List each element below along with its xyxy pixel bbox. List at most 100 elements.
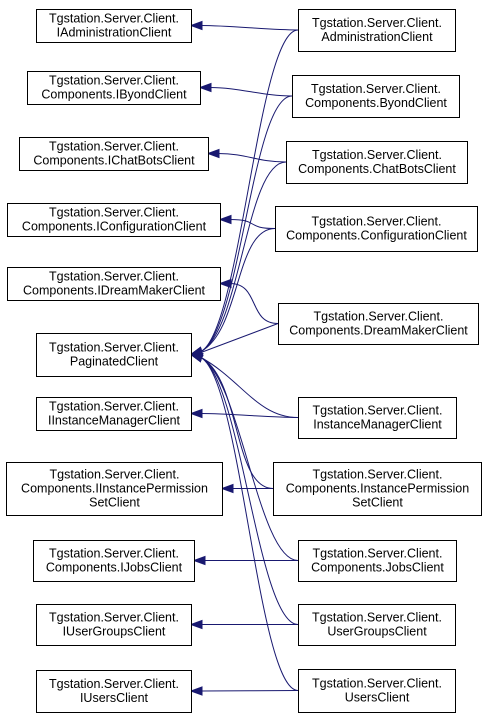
node-box bbox=[298, 9, 456, 52]
node-box bbox=[273, 462, 482, 516]
node-box bbox=[298, 397, 457, 439]
inheritance-edge bbox=[200, 161, 287, 352]
class-node-i-administration-client[interactable]: Tgstation.Server.Client.IAdministrationC… bbox=[36, 9, 192, 43]
class-node-byond-client[interactable]: Tgstation.Server.Client.Components.Byond… bbox=[292, 75, 460, 118]
arrowhead bbox=[192, 555, 206, 566]
class-node-instance-permission-set-client[interactable]: Tgstation.Server.Client.Components.Insta… bbox=[273, 462, 482, 516]
inheritance-edge bbox=[200, 413, 299, 418]
node-box bbox=[36, 397, 192, 431]
inheritance-edges bbox=[189, 20, 299, 696]
class-node-chat-bots-client[interactable]: Tgstation.Server.Client.Components.ChatB… bbox=[286, 141, 468, 184]
node-box bbox=[36, 604, 192, 646]
node-label-line: Tgstation.Server.Client. bbox=[313, 468, 443, 482]
node-box bbox=[298, 540, 457, 582]
node-label-line: Tgstation.Server.Client. bbox=[313, 547, 443, 561]
arrowhead bbox=[189, 619, 203, 630]
node-label-line: SetClient bbox=[352, 496, 403, 510]
node-label-line: UsersClient bbox=[345, 691, 410, 705]
inheritance-edge bbox=[217, 153, 287, 163]
inheritance-edge bbox=[200, 25, 299, 31]
inheritance-edge bbox=[200, 357, 274, 489]
inheritance-edge bbox=[200, 690, 299, 692]
node-label-line: Components.IDreamMakerClient bbox=[23, 284, 206, 298]
arrowhead bbox=[189, 408, 203, 419]
inheritance-edge bbox=[200, 29, 299, 352]
node-box bbox=[275, 206, 478, 252]
class-node-paginated-client[interactable]: Tgstation.Server.Client.PaginatedClient bbox=[36, 333, 192, 377]
inheritance-edge bbox=[200, 357, 299, 691]
node-box bbox=[298, 669, 456, 713]
node-label-line: Components.DreamMakerClient bbox=[289, 324, 468, 338]
node-label-line: Tgstation.Server.Client. bbox=[312, 148, 442, 162]
node-label-line: IInstanceManagerClient bbox=[48, 414, 181, 428]
node-label-line: Tgstation.Server.Client. bbox=[49, 270, 179, 284]
node-box bbox=[292, 75, 460, 118]
node-label-line: Components.ConfigurationClient bbox=[286, 229, 467, 243]
node-box bbox=[7, 203, 221, 237]
arrowhead bbox=[206, 148, 220, 159]
node-box bbox=[298, 604, 456, 646]
inheritance-edge bbox=[200, 357, 299, 561]
class-node-administration-client[interactable]: Tgstation.Server.Client.AdministrationCl… bbox=[298, 9, 456, 52]
node-label-line: Components.IConfigurationClient bbox=[22, 220, 207, 234]
node-box bbox=[36, 333, 192, 377]
node-label-line: Components.IJobsClient bbox=[46, 561, 183, 575]
node-label-line: Tgstation.Server.Client. bbox=[49, 12, 179, 26]
inheritance-edge bbox=[209, 87, 293, 97]
class-node-instance-manager-client[interactable]: Tgstation.Server.Client.InstanceManagerC… bbox=[298, 397, 457, 439]
node-label-line: Tgstation.Server.Client. bbox=[313, 404, 443, 418]
node-label-line: Tgstation.Server.Client. bbox=[49, 140, 179, 154]
class-node-i-configuration-client[interactable]: Tgstation.Server.Client.Components.IConf… bbox=[7, 203, 221, 237]
node-label-line: Tgstation.Server.Client. bbox=[311, 82, 441, 96]
node-label-line: Tgstation.Server.Client. bbox=[49, 611, 179, 625]
inheritance-edge bbox=[200, 228, 276, 352]
node-label-line: Tgstation.Server.Client. bbox=[314, 310, 444, 324]
class-node-i-instance-permission-set-client[interactable]: Tgstation.Server.Client.Components.IInst… bbox=[6, 462, 223, 516]
node-label-line: AdministrationClient bbox=[321, 30, 433, 44]
class-node-users-client[interactable]: Tgstation.Server.Client.UsersClient bbox=[298, 669, 456, 713]
inheritance-edge bbox=[229, 283, 279, 324]
class-node-user-groups-client[interactable]: Tgstation.Server.Client.UserGroupsClient bbox=[298, 604, 456, 646]
arrowhead bbox=[220, 483, 234, 494]
node-label-line: InstanceManagerClient bbox=[313, 418, 442, 432]
class-node-i-instance-manager-client[interactable]: Tgstation.Server.Client.IInstanceManager… bbox=[36, 397, 192, 431]
node-label-line: Components.ByondClient bbox=[305, 96, 447, 110]
class-node-i-byond-client[interactable]: Tgstation.Server.Client.Components.IByon… bbox=[27, 71, 201, 105]
node-label-line: Tgstation.Server.Client. bbox=[49, 341, 179, 355]
class-node-i-jobs-client[interactable]: Tgstation.Server.Client.Components.IJobs… bbox=[33, 540, 195, 582]
node-box bbox=[36, 670, 192, 713]
node-box bbox=[6, 462, 223, 516]
node-label-line: Tgstation.Server.Client. bbox=[312, 611, 442, 625]
node-box bbox=[36, 9, 192, 43]
node-box bbox=[286, 141, 468, 184]
node-label-line: Components.IByondClient bbox=[41, 88, 187, 102]
node-label-line: Components.IChatBotsClient bbox=[33, 154, 195, 168]
class-node-dream-maker-client[interactable]: Tgstation.Server.Client.Components.Dream… bbox=[278, 303, 479, 345]
arrowhead bbox=[218, 214, 232, 225]
class-node-i-chat-bots-client[interactable]: Tgstation.Server.Client.Components.IChat… bbox=[19, 137, 209, 171]
inheritance-edge bbox=[229, 219, 276, 229]
class-node-i-user-groups-client[interactable]: Tgstation.Server.Client.IUserGroupsClien… bbox=[36, 604, 192, 646]
node-label-line: Components.JobsClient bbox=[311, 561, 444, 575]
node-label-line: Components.ChatBotsClient bbox=[298, 162, 456, 176]
arrowhead bbox=[189, 686, 203, 696]
node-label-line: Tgstation.Server.Client. bbox=[312, 16, 442, 30]
node-box bbox=[278, 303, 479, 345]
class-node-configuration-client[interactable]: Tgstation.Server.Client.Components.Confi… bbox=[275, 206, 478, 252]
arrowhead bbox=[189, 353, 204, 363]
node-label-line: IAdministrationClient bbox=[57, 26, 172, 40]
node-label-line: Tgstation.Server.Client. bbox=[49, 206, 179, 220]
node-box bbox=[33, 540, 195, 582]
inheritance-edge bbox=[200, 323, 279, 353]
class-nodes: Tgstation.Server.Client.IAdministrationC… bbox=[6, 9, 482, 713]
node-label-line: Tgstation.Server.Client. bbox=[312, 677, 442, 691]
node-label-line: SetClient bbox=[89, 496, 140, 510]
node-label-line: Tgstation.Server.Client. bbox=[50, 468, 180, 482]
node-box bbox=[19, 137, 209, 171]
node-label-line: Tgstation.Server.Client. bbox=[312, 215, 442, 229]
class-node-i-dream-maker-client[interactable]: Tgstation.Server.Client.Components.IDrea… bbox=[7, 267, 221, 301]
node-label-line: UserGroupsClient bbox=[327, 625, 427, 639]
class-node-i-users-client[interactable]: Tgstation.Server.Client.IUsersClient bbox=[36, 670, 192, 713]
node-label-line: Tgstation.Server.Client. bbox=[49, 547, 179, 561]
class-node-jobs-client[interactable]: Tgstation.Server.Client.Components.JobsC… bbox=[298, 540, 457, 582]
